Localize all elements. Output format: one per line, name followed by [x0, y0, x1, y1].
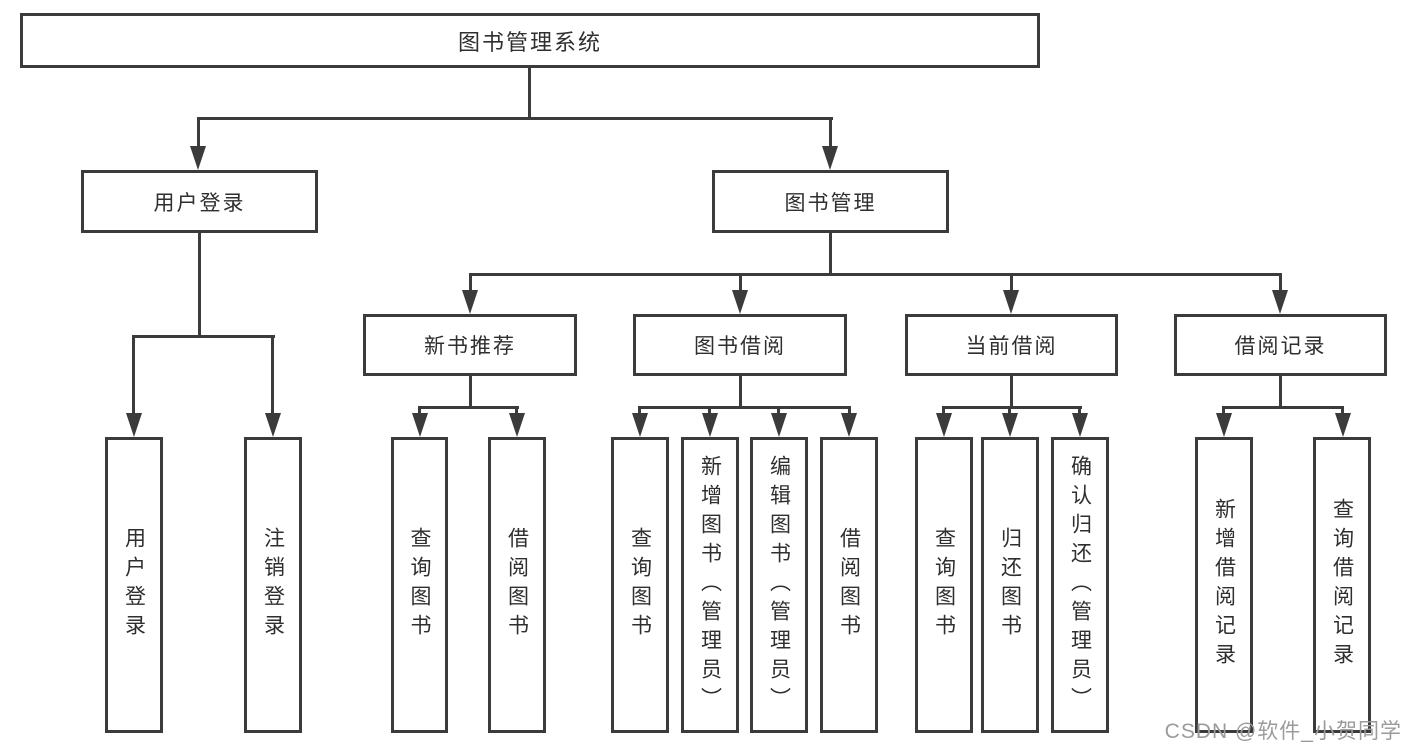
connector-vline — [708, 406, 711, 416]
arrow-down-icon — [412, 413, 428, 437]
leaf-borrow-books-recommend: 借阅图书 — [488, 437, 546, 733]
connector-hline — [638, 406, 851, 409]
connector-vline — [1279, 376, 1282, 409]
arrow-down-icon — [1216, 413, 1232, 437]
connector-vline — [469, 376, 472, 409]
arrow-down-icon — [265, 413, 281, 437]
node-book-management: 图书管理 — [712, 170, 949, 233]
connector-vline — [638, 406, 641, 416]
watermark: CSDN @软件_小贺同学 — [1164, 720, 1402, 743]
leaf-add-book-admin: 新增图书（管理员） — [681, 437, 739, 733]
connector-vline — [1222, 406, 1225, 416]
arrow-down-icon — [1272, 290, 1288, 314]
connector-vline — [829, 117, 832, 150]
arrow-down-icon — [702, 413, 718, 437]
connector-vline — [739, 273, 742, 294]
connector-hline — [942, 406, 1082, 409]
connector-hline — [469, 273, 1282, 276]
arrow-down-icon — [1335, 413, 1351, 437]
leaf-confirm-return-admin: 确认归还（管理员） — [1051, 437, 1109, 733]
arrow-down-icon — [936, 413, 952, 437]
node-current-borrowing: 当前借阅 — [905, 314, 1118, 376]
connector-vline — [777, 406, 780, 416]
node-borrowing-records: 借阅记录 — [1174, 314, 1387, 376]
connector-hline — [132, 335, 275, 338]
leaf-query-books-borrowing: 查询图书 — [611, 437, 669, 733]
leaf-logout: 注销登录 — [244, 437, 302, 733]
node-user-login: 用户登录 — [81, 170, 318, 233]
connector-vline — [1078, 406, 1081, 416]
arrow-down-icon — [462, 290, 478, 314]
connector-vline — [515, 406, 518, 416]
arrow-down-icon — [1002, 413, 1018, 437]
leaf-user-login: 用户登录 — [105, 437, 163, 733]
connector-vline — [1010, 273, 1013, 294]
arrow-down-icon — [732, 290, 748, 314]
connector-vline — [829, 233, 832, 276]
connector-hline — [418, 406, 519, 409]
leaf-borrow-books-borrowing: 借阅图书 — [820, 437, 878, 733]
connector-vline — [942, 406, 945, 416]
leaf-edit-book-admin: 编辑图书（管理员） — [750, 437, 808, 733]
arrow-down-icon — [1072, 413, 1088, 437]
arrow-down-icon — [822, 146, 838, 170]
node-book-borrowing: 图书借阅 — [633, 314, 847, 376]
connector-vline — [848, 406, 851, 416]
arrow-down-icon — [841, 413, 857, 437]
leaf-query-books-current: 查询图书 — [915, 437, 973, 733]
connector-hline — [197, 117, 833, 120]
connector-vline — [528, 68, 531, 120]
connector-vline — [132, 335, 135, 415]
node-root: 图书管理系统 — [20, 13, 1040, 68]
leaf-query-borrow-record: 查询借阅记录 — [1313, 437, 1371, 733]
arrow-down-icon — [190, 146, 206, 170]
arrow-down-icon — [632, 413, 648, 437]
connector-vline — [198, 233, 201, 338]
leaf-return-books: 归还图书 — [981, 437, 1039, 733]
connector-vline — [197, 117, 200, 150]
connector-vline — [1010, 376, 1013, 409]
connector-vline — [1279, 273, 1282, 294]
connector-vline — [1008, 406, 1011, 416]
connector-vline — [271, 335, 274, 415]
connector-vline — [1341, 406, 1344, 416]
arrow-down-icon — [771, 413, 787, 437]
leaf-add-borrow-record: 新增借阅记录 — [1195, 437, 1253, 733]
connector-hline — [1222, 406, 1344, 409]
arrow-down-icon — [1003, 290, 1019, 314]
connector-vline — [469, 273, 472, 294]
node-new-book-recommend: 新书推荐 — [363, 314, 577, 376]
arrow-down-icon — [126, 413, 142, 437]
leaf-query-books-recommend: 查询图书 — [391, 437, 448, 733]
connector-vline — [418, 406, 421, 416]
arrow-down-icon — [509, 413, 525, 437]
connector-vline — [739, 376, 742, 409]
